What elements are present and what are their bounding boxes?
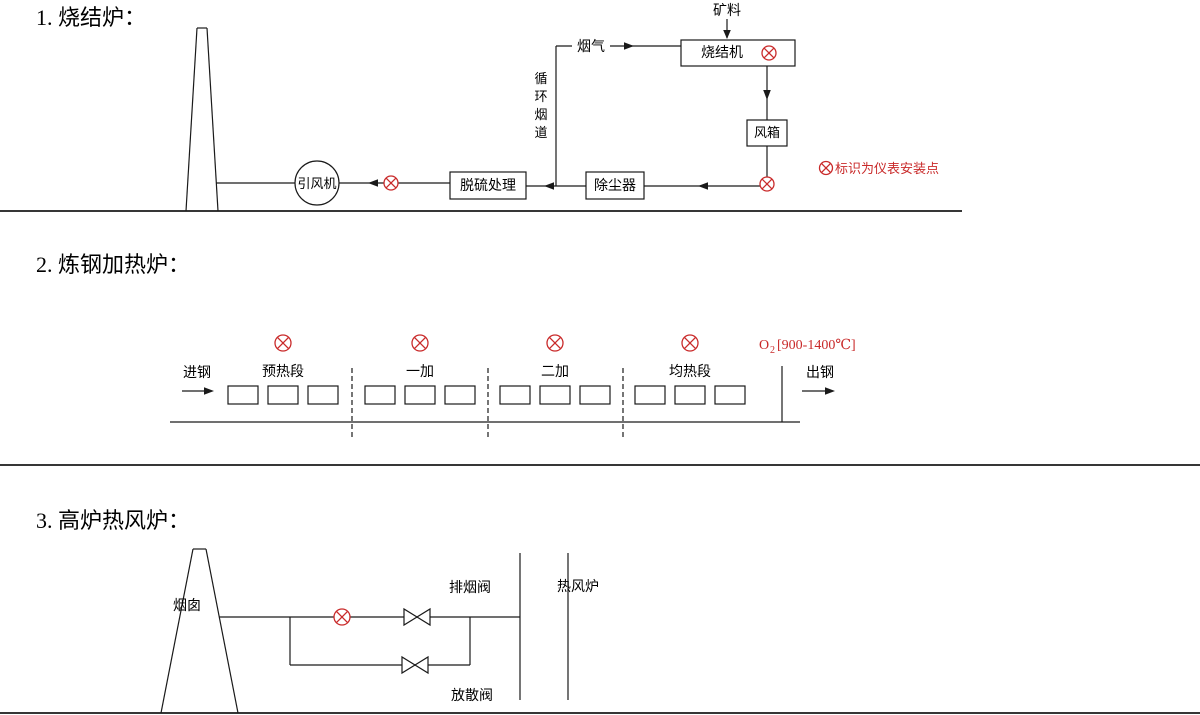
section-2-title: 2. 炼钢加热炉： [36, 252, 190, 277]
hot-blast-stove-label: 热风炉 [557, 579, 599, 595]
instrument-cross-2 [763, 47, 775, 59]
chimney-label: 烟囱 [173, 598, 201, 614]
steel-in-label: 进钢 [183, 365, 211, 381]
flue-gas-label-backing [572, 37, 610, 54]
section-1-title: 1. 烧结炉： [36, 5, 146, 30]
instrument-cross-2 [761, 178, 773, 190]
arrow-toward-desulfurization-icon [544, 182, 554, 190]
circulating-duct-char-3: 烟 [534, 107, 547, 122]
induced-draft-fan-label: 引风机 [297, 176, 336, 191]
instrument-point-icon [383, 175, 399, 191]
chimney-3-left-edge [160, 548, 194, 714]
ore-feed-label: 矿料 [713, 3, 741, 19]
wind-box-label: 风箱 [754, 125, 780, 140]
preheat-zone-label: 预热段 [262, 364, 304, 380]
steel-in-arrow-icon [204, 387, 214, 395]
slab [579, 385, 611, 405]
desulfurization-label: 脱硫处理 [460, 178, 516, 194]
sintering-machine-label: 烧结机 [701, 45, 743, 61]
slab [444, 385, 476, 405]
release-valve-label: 放散阀 [451, 688, 493, 704]
legend-text: 标识为仪表安装点 [835, 161, 939, 176]
instrument-cross-2 [684, 337, 696, 349]
oxygen-temperature-annotation: O 2 [900-1400℃] [759, 338, 856, 356]
first-heating-zone-label: 一加 [406, 364, 434, 380]
slab [307, 385, 339, 405]
valve-right-triangle [415, 607, 431, 627]
chimney-1-left-edge [185, 27, 198, 212]
arrow-down-ore-icon [723, 30, 731, 39]
instrument-point-icon [759, 176, 775, 192]
steel-out-label: 出钢 [806, 365, 834, 381]
instrument-point-icon [411, 334, 429, 352]
section-1-sintering-furnace: 1. 烧结炉： 引风机 脱硫处理 除尘器 [0, 3, 962, 212]
section-3-title: 3. 高炉热风炉： [36, 508, 190, 533]
slab [499, 385, 531, 405]
section-3-hot-blast-stove: 3. 高炉热风炉： 烟囱 排烟阀 放散阀 热风炉 [0, 508, 1200, 714]
o2-subscript: 2 [770, 345, 775, 356]
slab [364, 385, 396, 405]
chimney-3-right-edge [205, 548, 239, 714]
chimney-1-right-edge [206, 27, 219, 212]
instrument-point-icon [761, 45, 777, 61]
circulating-duct-char-1: 循 [534, 71, 547, 86]
second-heating-zone-label: 二加 [541, 364, 569, 380]
valve-left-triangle [401, 655, 417, 675]
instrument-cross-2 [385, 177, 397, 189]
instrument-cross-2 [336, 611, 348, 623]
arrow-toward-dust-collector-icon [698, 182, 708, 190]
desulfurization-box [449, 171, 527, 200]
instrument-point-icon [818, 160, 834, 176]
smoke-exhaust-valve-icon [403, 607, 431, 627]
flue-gas-label: 烟气 [577, 39, 605, 55]
instrument-cross-2 [277, 337, 289, 349]
slab [714, 385, 746, 405]
valve-left-triangle [403, 607, 419, 627]
instrument-cross-2 [414, 337, 426, 349]
arrow-right-flue-gas-icon [624, 42, 634, 50]
slab [227, 385, 259, 405]
circulating-duct-vertical-label: 循 环 烟 道 [534, 71, 547, 140]
chimney-1 [185, 27, 219, 212]
slab [539, 385, 571, 405]
circulating-duct-char-2: 环 [534, 89, 547, 104]
slab [404, 385, 436, 405]
arrow-down-to-windbox-icon [763, 90, 771, 100]
slab [267, 385, 299, 405]
slab [674, 385, 706, 405]
instrument-point-icon [681, 334, 699, 352]
slab [634, 385, 666, 405]
chimney-3 [160, 548, 239, 714]
release-valve-icon [401, 655, 429, 675]
slab-row [227, 385, 746, 405]
section-2-reheating-furnace: 2. 炼钢加热炉： O 2 [900-1400℃] 进钢 预热段 [0, 252, 1200, 466]
instrument-point-icon [546, 334, 564, 352]
legend: 标识为仪表安装点 [818, 160, 939, 176]
instrument-point-icon [274, 334, 292, 352]
steel-out-arrow-icon [825, 387, 835, 395]
circulating-duct-char-4: 道 [534, 125, 547, 140]
dust-collector-label: 除尘器 [594, 178, 636, 194]
smoke-exhaust-valve-label: 排烟阀 [449, 580, 491, 596]
temperature-range: [900-1400℃] [777, 338, 856, 353]
valve-right-triangle [413, 655, 429, 675]
instrument-cross-2 [821, 163, 831, 173]
soaking-zone-label: 均热段 [669, 364, 711, 380]
instrument-point-icon [333, 608, 351, 626]
instrument-cross-2 [549, 337, 561, 349]
o2-symbol: O [759, 338, 769, 353]
arrow-toward-fan-icon [368, 179, 378, 187]
